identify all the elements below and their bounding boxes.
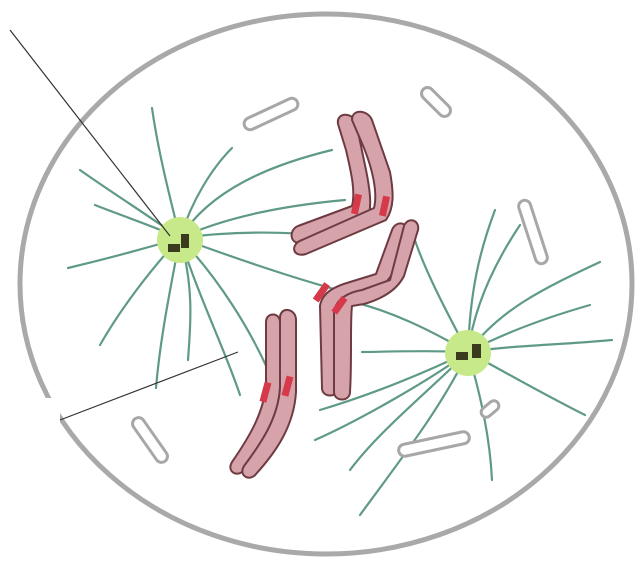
centriole-left-b <box>181 234 189 248</box>
centrosome-right <box>445 330 491 376</box>
label-mask <box>0 398 60 458</box>
centriole-right-a <box>456 352 468 360</box>
centriole-left-a <box>168 244 180 252</box>
centrosome-left <box>157 217 203 263</box>
centriole-right-b <box>472 344 481 358</box>
